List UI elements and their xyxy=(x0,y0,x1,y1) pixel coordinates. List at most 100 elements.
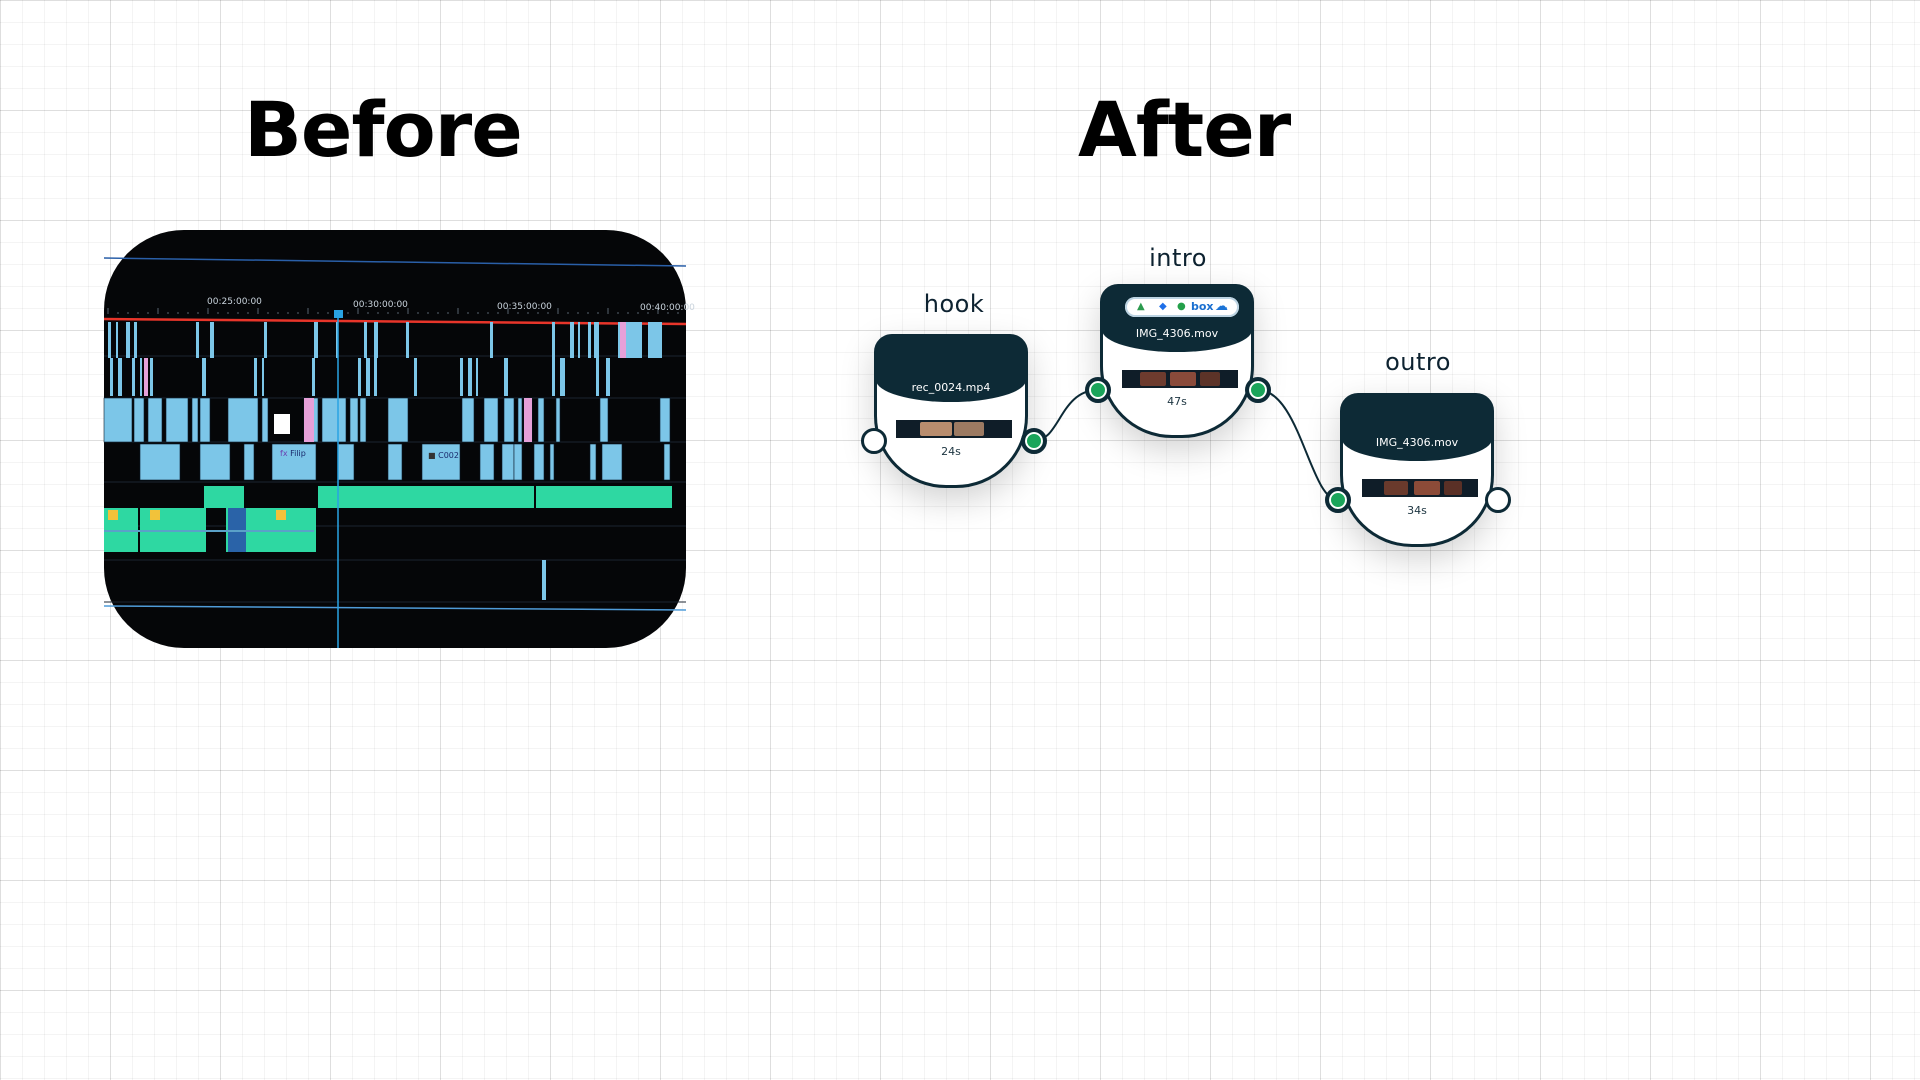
video-clip-thin xyxy=(254,358,257,396)
video-clip-thin xyxy=(606,358,610,396)
video-clip-thin xyxy=(552,358,555,396)
video-clip xyxy=(599,397,609,443)
node-outro[interactable]: IMG_4306.mov 34s xyxy=(1340,393,1494,547)
video-clip-pink xyxy=(620,322,626,358)
video-clip-thin xyxy=(116,322,118,358)
video-clip-thin xyxy=(374,358,377,396)
video-clip-thin xyxy=(588,322,591,358)
node-connections xyxy=(1033,389,1339,501)
video-clip-thin xyxy=(374,322,378,358)
video-clip xyxy=(517,397,523,443)
video-clip-thin xyxy=(542,560,546,600)
video-clip xyxy=(103,397,133,443)
video-clip xyxy=(261,397,269,443)
video-clip-thin xyxy=(366,358,370,396)
video-clip xyxy=(503,397,515,443)
video-clip-thin xyxy=(596,358,599,396)
video-clip-thin xyxy=(126,322,130,358)
box-icon: box xyxy=(1191,300,1214,313)
timecode-label: 00:35:00:00 xyxy=(497,302,552,312)
node-header xyxy=(1102,286,1252,352)
after-heading: After xyxy=(1078,85,1291,174)
video-clip-thin xyxy=(336,322,338,358)
bottom-line xyxy=(103,605,687,611)
node-filename: rec_0024.mp4 xyxy=(911,381,991,394)
video-clip xyxy=(133,397,145,443)
video-clip-thin xyxy=(468,358,472,396)
video-clip-pink xyxy=(144,358,148,396)
video-clip xyxy=(147,397,163,443)
node-hook[interactable]: rec_0024.mp4 24s xyxy=(874,334,1028,488)
audio-clip xyxy=(204,486,244,508)
video-clip-thin xyxy=(504,358,508,396)
video-clip xyxy=(421,443,461,481)
audio-clip xyxy=(536,486,672,508)
video-thumbnail xyxy=(1122,370,1238,388)
video-clip-thin xyxy=(134,322,137,358)
video-clip xyxy=(349,397,359,443)
video-clip-thin xyxy=(570,322,574,358)
google-drive-icon: ▲ xyxy=(1137,301,1145,312)
video-clip-thin xyxy=(490,322,493,358)
video-clip-thin xyxy=(210,322,214,358)
video-clip-thin xyxy=(132,358,135,396)
video-clip-thin xyxy=(578,322,580,358)
video-clip-thin xyxy=(460,358,463,396)
output-port-intro[interactable] xyxy=(1245,377,1271,403)
node-duration: 24s xyxy=(941,445,961,458)
node-title-hook: hook xyxy=(923,290,985,318)
input-port-outro[interactable] xyxy=(1325,487,1351,513)
video-clip xyxy=(663,443,671,481)
node-duration: 34s xyxy=(1407,504,1427,517)
timecode-label: 00:30:00:00 xyxy=(353,300,408,310)
video-clip-white xyxy=(274,414,290,434)
video-clip xyxy=(359,397,367,443)
video-clip xyxy=(537,397,545,443)
video-clip xyxy=(191,397,199,443)
timecode-label: 00:40:00:00 xyxy=(640,303,695,313)
video-clip xyxy=(589,443,597,481)
dropbox-icon: ◆ xyxy=(1159,301,1167,312)
video-clip-thin xyxy=(594,322,599,358)
video-clip xyxy=(533,443,545,481)
video-clip-pink xyxy=(304,398,314,442)
video-clip-thin xyxy=(108,322,111,358)
video-thumbnail xyxy=(896,420,1012,438)
video-clip-thin xyxy=(202,358,206,396)
cloud-sources-bar: ▲ ◆ ● box ☁ xyxy=(1125,297,1239,317)
video-clip xyxy=(199,443,231,481)
timeline-tracks xyxy=(103,257,687,648)
node-title-intro: intro xyxy=(1149,244,1207,272)
video-clip-thin xyxy=(552,322,555,358)
video-clip-thin xyxy=(476,358,478,396)
video-clip-thin xyxy=(648,322,662,358)
video-clip-thin xyxy=(314,322,318,358)
video-clip-thin xyxy=(406,322,409,358)
onedrive-icon: ☁ xyxy=(1215,299,1228,314)
editing-timeline-image: 00:25:00:00 00:30:00:00 00:35:00:00 00:4… xyxy=(103,230,695,648)
video-clip xyxy=(321,397,347,443)
video-clip-thin xyxy=(364,322,367,358)
video-clip xyxy=(199,397,211,443)
output-port-hook[interactable] xyxy=(1021,428,1047,454)
video-clip-thin xyxy=(358,358,361,396)
evernote-icon: ● xyxy=(1177,301,1186,312)
clip-label: ■ C002 xyxy=(428,451,459,460)
video-clip-thin xyxy=(150,358,153,396)
video-clip-thin xyxy=(262,358,264,396)
connection-intro-outro xyxy=(1257,389,1339,501)
output-port-outro[interactable] xyxy=(1485,487,1511,513)
fx-badge xyxy=(276,510,286,520)
video-clip xyxy=(387,397,409,443)
video-clip-thin xyxy=(118,358,122,396)
video-clip-pink xyxy=(524,398,532,442)
video-clip-thin xyxy=(140,358,142,396)
node-intro[interactable]: ▲ ◆ ● box ☁ IMG_4306.mov 47s xyxy=(1100,284,1254,438)
input-port-intro[interactable] xyxy=(1085,377,1111,403)
input-port-hook[interactable] xyxy=(861,428,887,454)
node-header xyxy=(876,336,1026,402)
video-clip-thin xyxy=(414,358,417,396)
video-clip xyxy=(549,443,555,481)
node-filename: IMG_4306.mov xyxy=(1375,436,1459,449)
timecode-label: 00:25:00:00 xyxy=(207,297,262,307)
